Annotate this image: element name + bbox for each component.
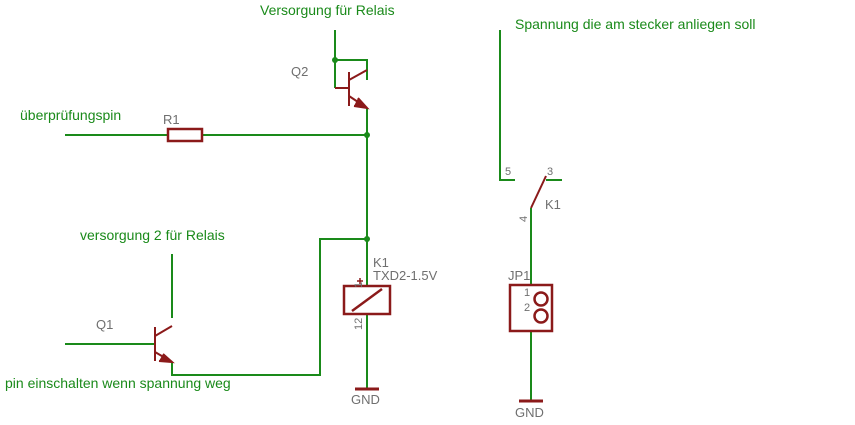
- switch-contact-icon: [530, 175, 547, 209]
- junction-r1: [364, 132, 370, 138]
- k1-contact-pin-4: 4: [518, 216, 530, 222]
- resistor-icon: [166, 127, 204, 143]
- gnd-right-label: GND: [515, 405, 544, 420]
- label-supply2-relay: versorgung 2 für Relais: [80, 227, 225, 243]
- k1-contact-name: K1: [545, 197, 561, 212]
- jumper-icon: [508, 283, 554, 333]
- label-enable-pin: pin einschalten wenn spannung weg: [5, 375, 231, 391]
- k1-contact-pin-3: 3: [547, 166, 553, 178]
- wire-plug-voltage: [499, 30, 515, 181]
- q1-label: Q1: [96, 317, 113, 332]
- r1-label: R1: [163, 112, 180, 127]
- k1-coil-value: TXD2-1.5V: [373, 268, 438, 283]
- wires: [65, 30, 562, 400]
- label-check-pin: überprüfungspin: [20, 107, 121, 123]
- junction-coil: [364, 236, 370, 242]
- junctions: [332, 57, 370, 242]
- label-plug-voltage: Spannung die am stecker anliegen soll: [515, 16, 756, 32]
- k1-contact-pin-5: 5: [505, 166, 511, 178]
- k1-coil-pin-bottom: 12: [353, 318, 365, 330]
- jp1-label: JP1: [508, 268, 530, 283]
- npn-transistor-icon: [335, 69, 370, 110]
- npn-transistor-icon: [154, 325, 175, 364]
- relay-coil-icon: [342, 278, 392, 316]
- q2-label: Q2: [291, 64, 308, 79]
- wire-q1-emitter: [171, 238, 367, 376]
- k1-coil-pin-top: 1: [353, 282, 365, 288]
- junction-q2: [332, 57, 338, 63]
- label-supply-relay: Versorgung für Relais: [260, 2, 395, 18]
- jp1-pin-2: 2: [524, 302, 530, 314]
- gnd-left-label: GND: [351, 392, 380, 407]
- k1-coil-name: K1: [373, 255, 389, 270]
- jp1-pin-1: 1: [524, 287, 530, 299]
